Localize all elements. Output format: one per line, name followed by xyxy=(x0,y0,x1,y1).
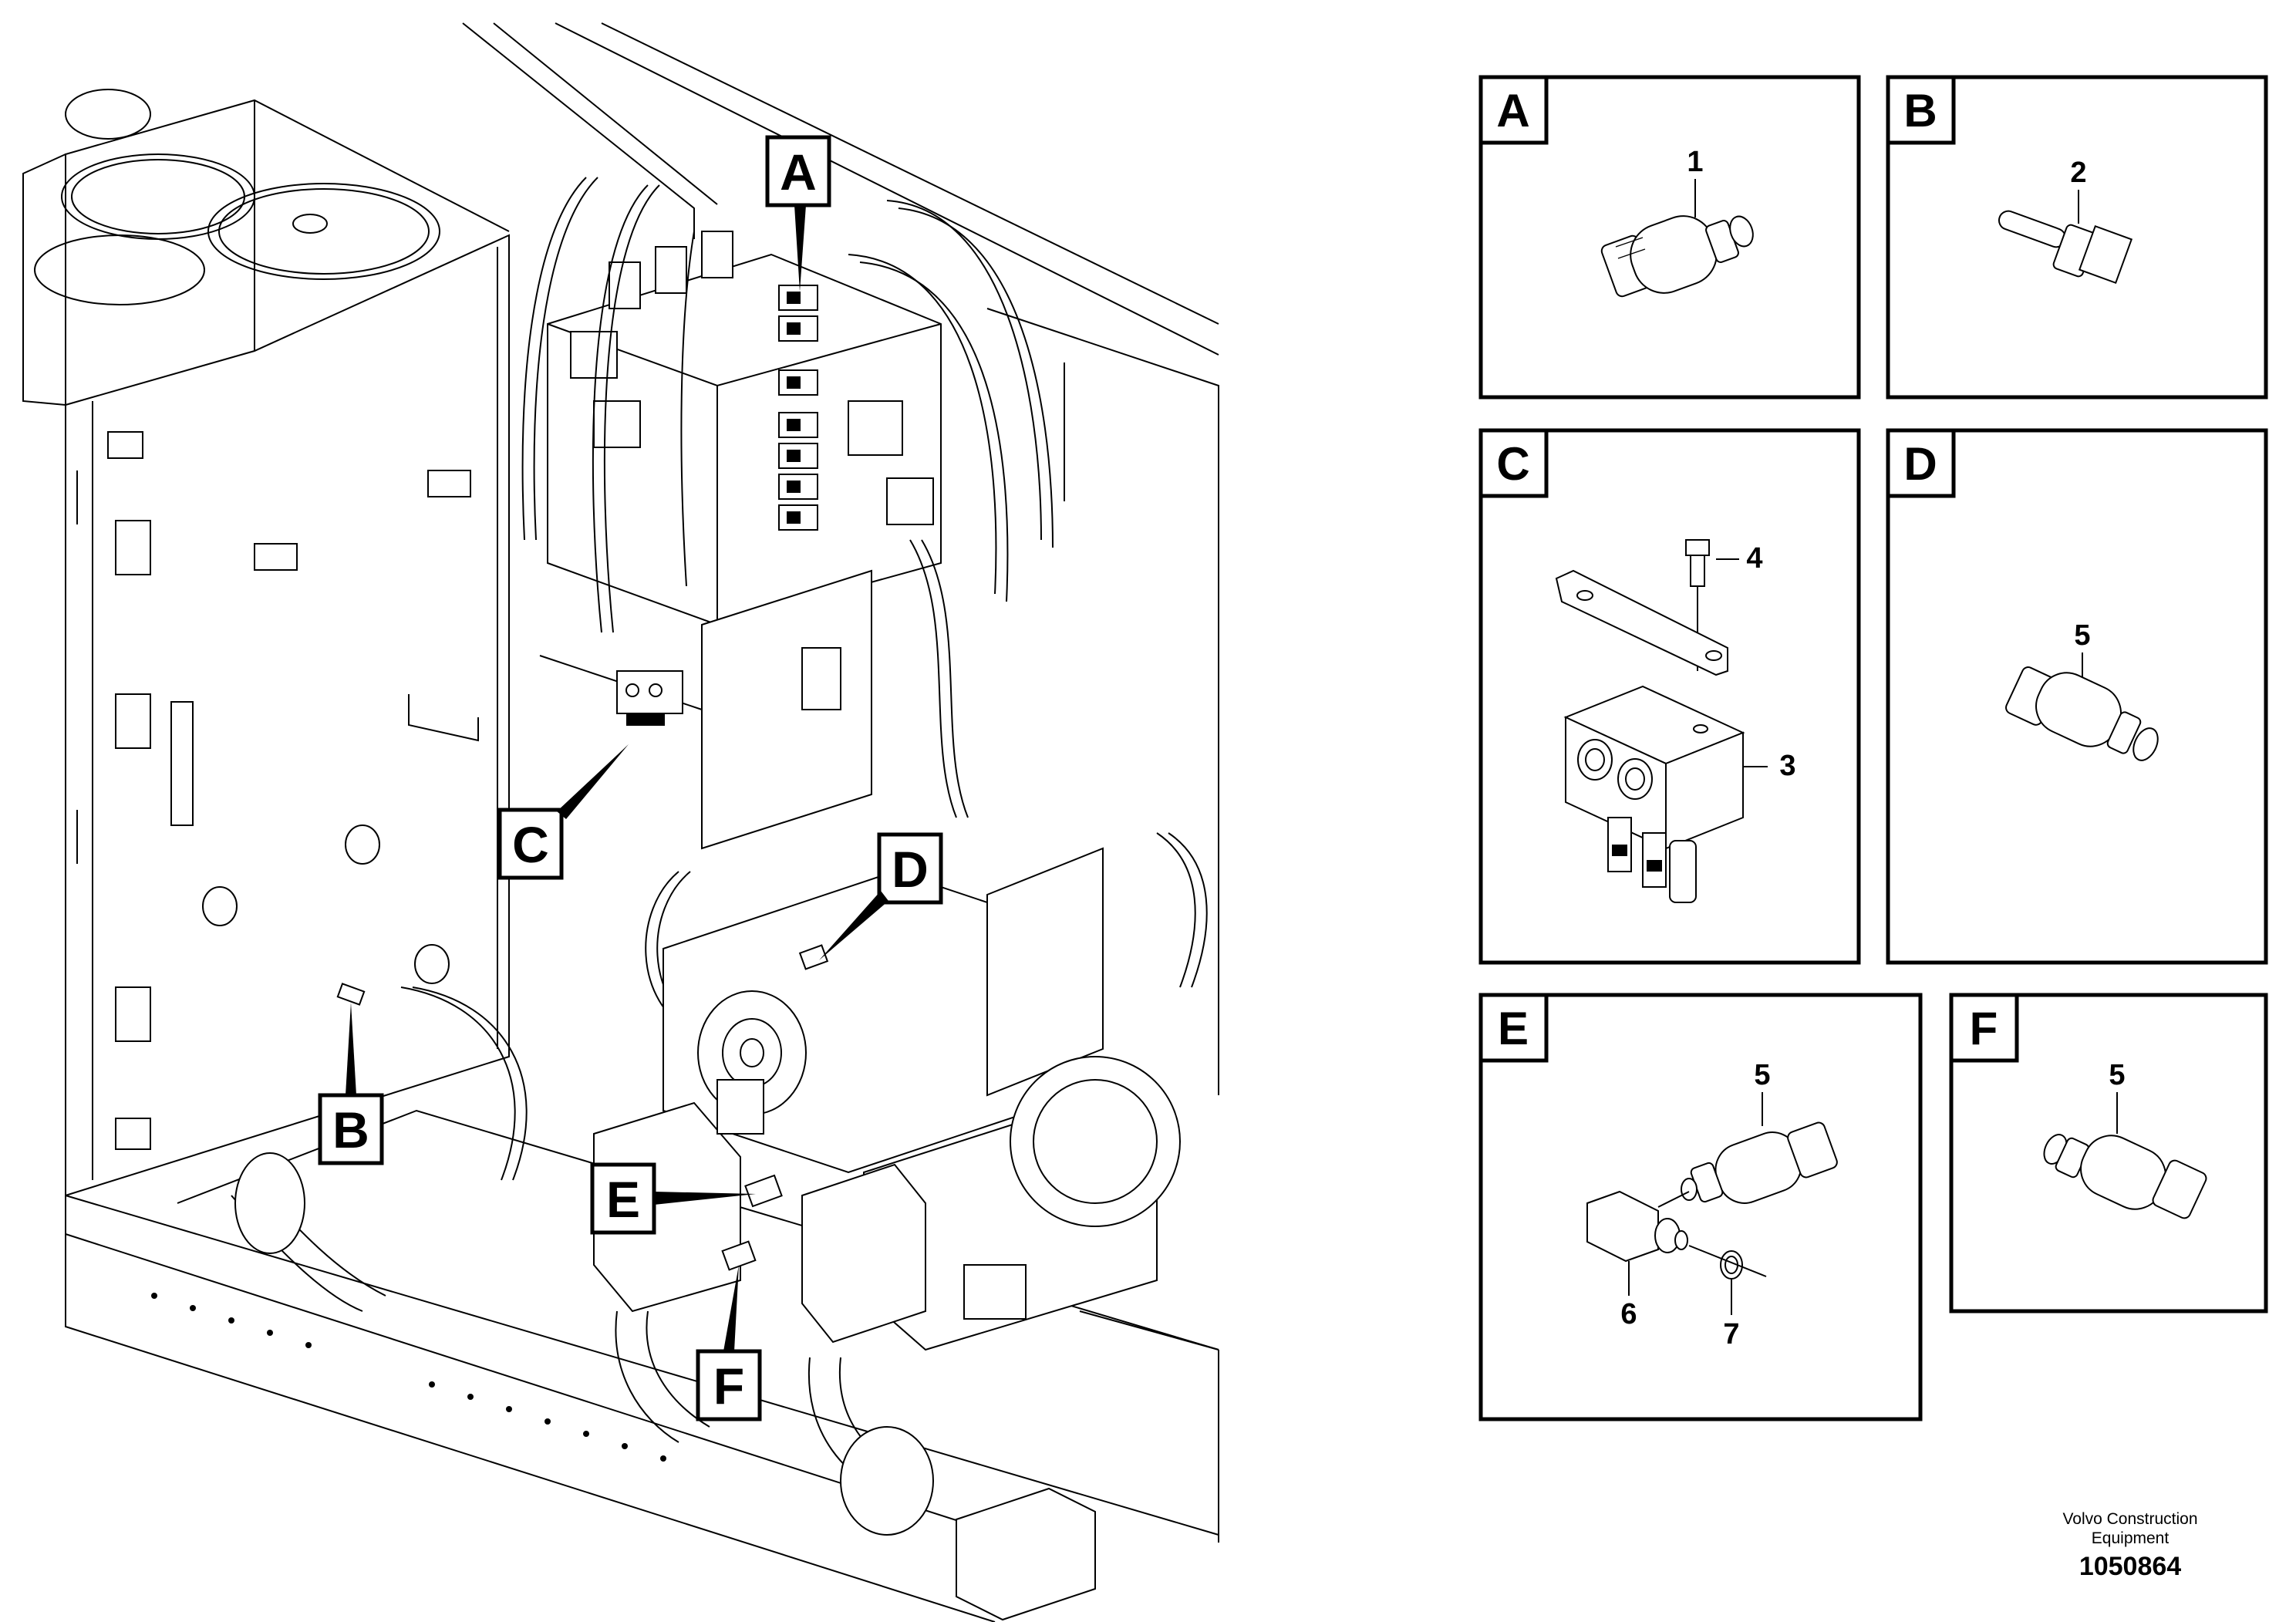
part-5-label-f: 5 xyxy=(2109,1059,2125,1091)
panel-f: F 5 xyxy=(1949,993,2268,1313)
panel-f-letter: F xyxy=(1970,1003,1998,1054)
callout-f: F xyxy=(696,1265,762,1421)
callout-e-letter: E xyxy=(606,1171,640,1228)
drawing-number: 1050864 xyxy=(2079,1552,2181,1581)
pressure-sensor-5e-illustration xyxy=(1681,1121,1838,1204)
pressure-sensor-5-illustration xyxy=(2005,666,2159,761)
part-5-label-d: 5 xyxy=(2074,619,2090,652)
panel-c-letter: C xyxy=(1496,438,1529,490)
valve-block-3-illustration xyxy=(1563,685,1745,903)
panel-d-letter: D xyxy=(1903,438,1937,490)
footer-company-line1: Volvo Construction xyxy=(2062,1510,2197,1528)
sensor-f-location xyxy=(721,1240,757,1271)
part-2-label: 2 xyxy=(2070,157,2086,189)
callout-c: C xyxy=(497,744,629,880)
part-4-label: 4 xyxy=(1746,542,1762,575)
sensor-d-location xyxy=(798,944,829,970)
callout-b: B xyxy=(318,1003,384,1165)
callout-c-letter: C xyxy=(512,816,549,873)
drawing-footer: Volvo Construction Equipment 1050864 xyxy=(2062,1510,2197,1581)
temperature-sensor-2-illustration xyxy=(1998,210,2133,285)
panel-c: C 4 3 xyxy=(1478,428,1861,965)
part-6-label: 6 xyxy=(1620,1298,1637,1330)
part-5-label-e: 5 xyxy=(1754,1059,1770,1091)
pressure-sensor-1-illustration xyxy=(1600,215,1754,298)
panel-b-letter: B xyxy=(1903,85,1937,137)
panel-b: B 2 xyxy=(1886,75,2268,400)
callout-e: E xyxy=(590,1162,756,1235)
machine-overview-illustration xyxy=(22,22,1219,1622)
sensor-b-location xyxy=(336,983,366,1006)
callout-d: D xyxy=(819,832,943,960)
o-ring-7-illustration xyxy=(1720,1250,1743,1280)
part-7-label: 7 xyxy=(1723,1318,1739,1351)
footer-company-line2: Equipment xyxy=(2092,1529,2170,1547)
bracket-illustration xyxy=(1555,569,1728,676)
hydraulic-hoses xyxy=(400,177,1208,1181)
sensor-e-location xyxy=(744,1174,783,1208)
solenoid-stack xyxy=(778,285,818,531)
callout-b-letter: B xyxy=(332,1101,369,1158)
pressure-sensor-5f-illustration xyxy=(2043,1134,2207,1219)
panel-a: A 1 xyxy=(1478,75,1861,400)
callout-d-letter: D xyxy=(892,841,929,898)
panel-d: D 5 xyxy=(1886,428,2268,965)
frame-rivets xyxy=(151,1293,666,1462)
part-1-label: 1 xyxy=(1687,146,1703,178)
panel-a-letter: A xyxy=(1496,85,1529,137)
part-3-label: 3 xyxy=(1779,750,1795,782)
panel-e: E 5 6 7 xyxy=(1478,993,1923,1421)
adapter-6-illustration xyxy=(1586,1190,1688,1263)
panel-e-letter: E xyxy=(1498,1003,1529,1054)
callout-f-letter: F xyxy=(713,1357,744,1415)
callout-a-letter: A xyxy=(780,143,817,201)
callout-a: A xyxy=(765,135,831,292)
bolt-4-illustration xyxy=(1685,539,1710,587)
